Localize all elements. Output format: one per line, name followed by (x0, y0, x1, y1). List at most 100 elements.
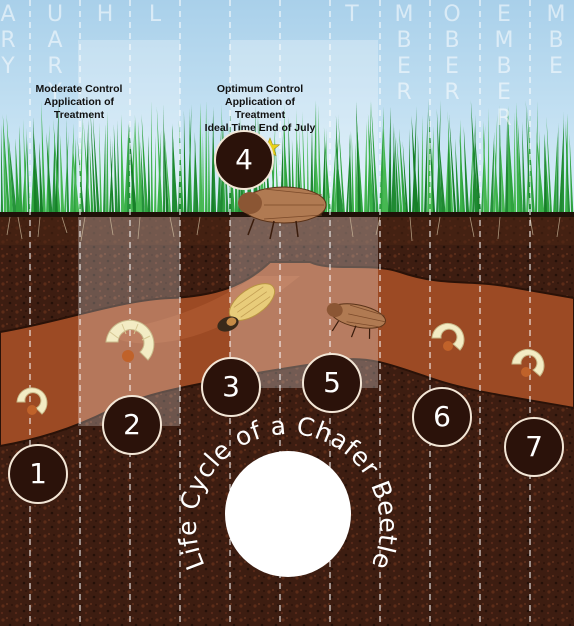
grass-blade (302, 111, 307, 214)
month-label-april: L (148, 2, 162, 27)
stage-1-marker: 1 (8, 444, 68, 504)
grass-blade (283, 123, 290, 214)
grass-blade (411, 115, 419, 214)
grass-blade (103, 123, 106, 214)
grass-blade (351, 132, 355, 214)
moderate-control-label: Moderate Control Application of Treatmen… (35, 83, 123, 121)
grass-blade (493, 113, 498, 214)
grass-blade (455, 138, 460, 214)
month-label-december: M B E (546, 2, 566, 79)
grass-blade (469, 133, 474, 214)
grass-blade (187, 104, 192, 214)
grass-blade (2, 114, 10, 214)
grass-blade (535, 101, 538, 214)
grass-blade (371, 101, 379, 214)
grass-blade (23, 119, 28, 214)
grass-blade (283, 103, 286, 214)
month-label-august: T (345, 2, 359, 27)
grass-blade (148, 134, 151, 214)
grass-blade (517, 115, 523, 214)
grass-blade (439, 139, 446, 214)
grass-blade (34, 137, 40, 214)
grass-blade (72, 142, 80, 214)
grass-blade (275, 138, 280, 214)
grass-blade (331, 143, 336, 214)
grass-layer (0, 99, 574, 214)
stage-6-marker: 6 (412, 387, 472, 447)
grass-blade (189, 107, 193, 214)
grass-blade (367, 113, 374, 214)
grass-blade (402, 140, 409, 214)
stage-5-marker: 5 (302, 353, 362, 413)
grass-blade (394, 127, 400, 214)
grass-blade (208, 118, 211, 214)
grass-blade (470, 100, 479, 214)
grass-blade (553, 131, 558, 214)
grass-blade (393, 122, 397, 214)
larva-icon (16, 387, 48, 415)
grass-blade (388, 106, 392, 214)
grass-blade (463, 126, 470, 214)
grass-blade (8, 136, 17, 214)
grass-blade (6, 113, 14, 214)
grass-blade (172, 125, 178, 214)
grass-blade (120, 114, 125, 214)
grass-blade (412, 106, 417, 214)
grass-blade (318, 104, 322, 214)
grass-blade (3, 117, 7, 214)
beetle-icon (238, 186, 327, 240)
grass-blade (134, 114, 140, 214)
grass-blade (525, 100, 532, 214)
month-label-march: H (96, 2, 114, 27)
pupa-shell-icon (217, 316, 239, 332)
grass-blade (140, 141, 145, 214)
grass-blade (349, 133, 353, 214)
stage-2-marker: 2 (102, 395, 162, 455)
grass-blade (505, 109, 509, 214)
grass-blade (106, 111, 109, 214)
grass-blade (445, 138, 449, 214)
grass-blade (46, 132, 53, 214)
grass-blade (194, 131, 199, 214)
month-label-february: U A R Y (46, 2, 64, 105)
grass-blade (212, 116, 217, 214)
grass-blade (382, 118, 389, 214)
grass-blade (507, 118, 515, 214)
month-label-january: A R Y (0, 2, 16, 79)
grass-blade (487, 108, 490, 214)
grass-roots (6, 216, 561, 242)
grass-blade (77, 136, 85, 214)
grass-blade (424, 111, 428, 214)
grass-blade (19, 125, 23, 214)
grass-blade (178, 119, 184, 214)
grass-blade (164, 129, 172, 214)
month-label-october: O B E R (443, 2, 461, 105)
optimum-control-label: Optimum Control Application of Treatment… (204, 83, 316, 134)
grass-blade (364, 121, 368, 214)
grass-blade (66, 117, 70, 214)
grass-blade (338, 114, 346, 214)
grass-blade (514, 112, 517, 214)
grass-blade (544, 133, 550, 214)
grass-blade (346, 130, 351, 214)
grass-blade (399, 128, 407, 214)
grass-blade (83, 121, 91, 214)
grass-blade (110, 135, 115, 214)
stage-3-marker: 3 (201, 357, 261, 417)
grass-blade (109, 140, 113, 214)
grass-blade (15, 138, 20, 214)
grass-blade (494, 142, 500, 214)
grass-blade (428, 99, 436, 214)
month-label-november: E M B E R (494, 2, 514, 131)
title-center-circle (225, 451, 351, 577)
grass-blade (52, 131, 56, 214)
grass-blade (396, 137, 403, 214)
grass-blade (141, 114, 149, 214)
grass-blade (138, 121, 143, 214)
grass-blade (163, 122, 169, 214)
grass-blade (459, 130, 466, 214)
larva-icon (511, 349, 545, 377)
grass-blade (39, 141, 44, 214)
larva-icon (105, 319, 155, 362)
grass-blade (536, 131, 545, 214)
